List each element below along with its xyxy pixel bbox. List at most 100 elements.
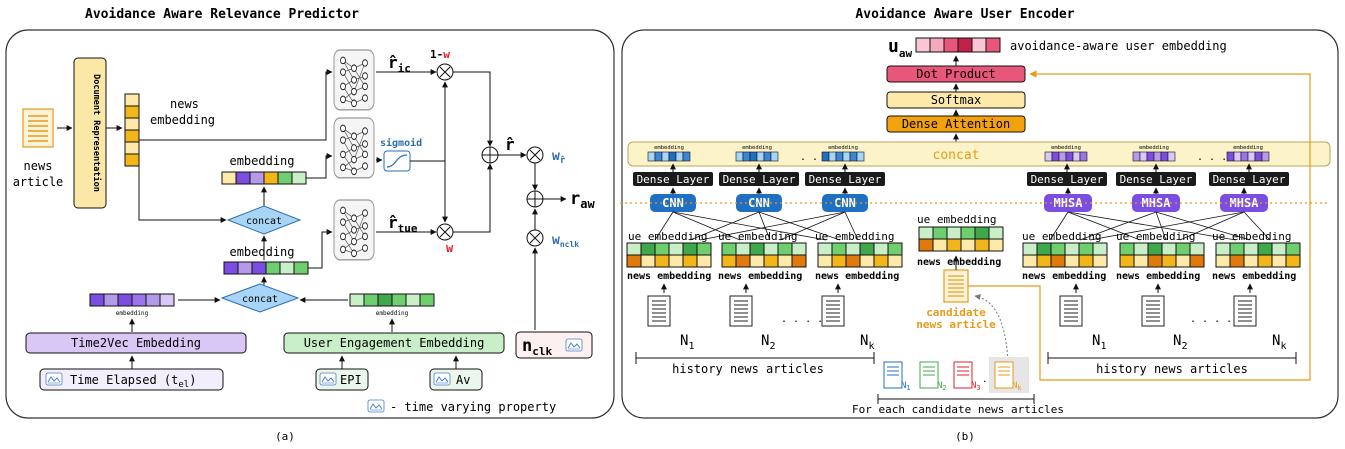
w-label-tue: w (446, 241, 454, 255)
document-icon (1233, 295, 1257, 327)
n1-label: N (680, 333, 688, 349)
embedding-vector-top (221, 171, 307, 185)
time-elapsed-sub: el (178, 380, 189, 390)
document-icon (1141, 295, 1165, 327)
r-tue-label: r̂ (388, 213, 398, 232)
document-icon (1059, 295, 1083, 327)
n1-sub: 1 (688, 341, 694, 352)
cnn-node-2: CNN (736, 194, 782, 212)
svg-text:news embedding: news embedding (917, 256, 1001, 268)
r-ic-label: r̂ (388, 53, 398, 72)
n1-label-right: N (1092, 333, 1100, 349)
svg-text:ue embedding: ue embedding (1212, 230, 1291, 243)
time2vec-vector (89, 293, 175, 307)
neural-net-icon-sigmoid (333, 117, 375, 179)
svg-text:N1: N1 (901, 381, 911, 392)
panel-a-caption: (a) (275, 430, 295, 443)
concat-node-1 (226, 205, 302, 235)
candidate-doc-n2: N2 (919, 361, 947, 392)
svg-text:embedding: embedding (1233, 145, 1263, 151)
mhsa-embedding-1: embedding (1044, 145, 1088, 162)
epi-label: EPI (340, 373, 362, 387)
user-engagement-embedding-block (283, 332, 505, 354)
svg-text:nclk: nclk (522, 336, 552, 358)
candidate-doc-nk: Nk (994, 361, 1022, 392)
news-label: news (24, 159, 53, 173)
candidate-document-icon (943, 269, 969, 303)
svg-text:MHSA: MHSA (1230, 196, 1260, 210)
news-embedding-label-2: embedding (150, 113, 215, 127)
time-varying-icon (565, 338, 583, 352)
svg-text:Dense Layer: Dense Layer (809, 173, 882, 186)
nk-sub-right: k (1280, 341, 1286, 352)
svg-text:ue embedding: ue embedding (815, 230, 894, 243)
panel-b-frame (621, 29, 1339, 419)
embedding-label-top: embedding (229, 154, 294, 168)
user-engagement-embedding-small: embedding (376, 310, 409, 317)
svg-text:Dense Layer: Dense Layer (637, 173, 710, 186)
svg-text:N2: N2 (761, 333, 775, 352)
candidate-to-dot-product-arrow (968, 70, 1311, 381)
time-varying-icon (367, 399, 385, 413)
nclk-block (515, 331, 593, 359)
candidate-doc-n1: N1 (883, 361, 911, 392)
svg-text:wnclk: wnclk (552, 233, 579, 249)
legend-label: - time varying property (390, 400, 556, 414)
neural-net-icon-ic (333, 49, 375, 111)
time-elapsed-label: Time Elapsed (t (70, 373, 178, 387)
svg-text:embedding: embedding (828, 145, 858, 151)
history-label-left: history news articles (672, 362, 824, 376)
history-embedding-block-cnn-1: ue embedding news embedding (626, 230, 712, 282)
w-rhat-sub: r̂ (560, 155, 566, 166)
svg-text:embedding: embedding (1139, 145, 1169, 151)
svg-text:news embedding: news embedding (1212, 270, 1296, 282)
dense-layer-mhsa-2: Dense Layer (1116, 172, 1196, 186)
panel-a-title: Avoidance Aware Relevance Predictor (85, 7, 359, 22)
svg-text:Nk: Nk (1272, 333, 1286, 352)
dense-layer-cnn-k: Dense Layer (805, 172, 885, 186)
cnn-embedding-2: embedding (735, 145, 779, 162)
document-icon (821, 295, 845, 327)
document-icon (729, 295, 753, 327)
n2-sub: 2 (769, 341, 775, 352)
u-aw-label: u (888, 36, 899, 57)
for-each-candidate-label: For each candidate news articles (852, 403, 1064, 416)
neural-net-icon-tue (333, 199, 375, 261)
history-embedding-block-cnn-2: ue embedding news embedding (718, 230, 807, 282)
article-label: article (13, 175, 64, 189)
dense-attention-label: Dense Attention (902, 117, 1010, 131)
history-embedding-block-mhsa-1: ue embedding news embedding (1022, 230, 1108, 282)
user-embedding-vector (915, 37, 1001, 53)
dots-concat-mhsa: . . . (1197, 152, 1227, 163)
r-aw-sub: aw (580, 197, 595, 211)
mhsa-embedding-k: embedding (1226, 145, 1270, 162)
svg-text:wr̂: wr̂ (552, 149, 566, 166)
dense-layer-mhsa-k: Dense Layer (1209, 172, 1289, 186)
document-icon (22, 108, 54, 148)
svg-text:1-w: 1-w (430, 48, 450, 61)
embedding-label-bottom: embedding (229, 245, 294, 259)
document-representation-block (73, 57, 107, 209)
r-tue-sub: tue (398, 222, 418, 235)
svg-text:news embedding: news embedding (627, 270, 711, 282)
svg-text:Time Elapsed (tel): Time Elapsed (tel) (70, 373, 196, 390)
cnn-node-1: CNN (650, 194, 696, 212)
svg-text:news embedding: news embedding (1116, 270, 1200, 282)
svg-text:uaw: uaw (888, 36, 912, 60)
svg-text:news embedding: news embedding (718, 270, 802, 282)
one-minus-w-prefix: 1- (430, 48, 443, 61)
news-embedding-vector (124, 93, 140, 167)
w-rhat-label: w (552, 149, 560, 164)
svg-text:Dense Layer: Dense Layer (723, 173, 796, 186)
candidate-embedding-block: ue embedding news embedding (917, 213, 1004, 268)
time2vec-embedding-block (25, 332, 247, 354)
av-label: Av (456, 373, 470, 387)
svg-text:Dense Layer: Dense Layer (1120, 173, 1193, 186)
u-aw-sub: aw (899, 47, 913, 60)
softmax-label: Softmax (931, 93, 982, 107)
n2-label: N (761, 333, 769, 349)
candidate-label-2: news article (916, 318, 996, 331)
panel-b-title: Avoidance Aware User Encoder (855, 7, 1074, 22)
history-embedding-block-mhsa-k: ue embedding news embedding (1212, 230, 1301, 282)
